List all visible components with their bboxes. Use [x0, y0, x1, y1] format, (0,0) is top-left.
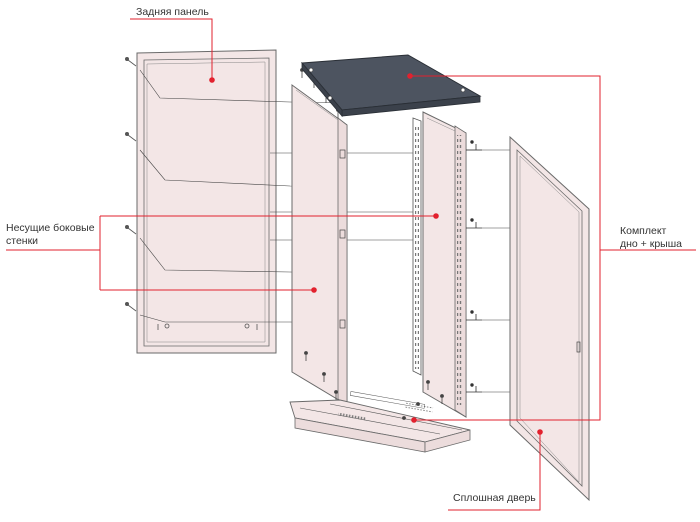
roof-panel	[300, 54, 482, 118]
back-panel	[136, 49, 277, 354]
right-side-wall	[422, 111, 467, 418]
leader-back-panel	[130, 18, 213, 80]
leader-kit-roof	[410, 75, 601, 421]
leader-dots	[209, 73, 543, 435]
label-side-walls-line2: стенки	[6, 235, 39, 247]
label-kit-line1: Комплект	[620, 225, 667, 237]
label-side-walls: Несущие боковые стенки	[6, 222, 95, 248]
base-fasteners	[402, 380, 444, 420]
label-side-walls-line1: Несущие боковые	[6, 222, 95, 234]
label-back-panel: Задняя панель	[136, 6, 209, 18]
label-kit: Комплект дно + крыша	[620, 225, 682, 251]
label-kit-line2: дно + крыша	[620, 238, 682, 250]
assembly-guides-door	[466, 149, 510, 393]
back-panel-screws	[125, 57, 137, 312]
frame-post	[412, 117, 422, 376]
label-door: Сплошная дверь	[453, 492, 536, 504]
leader-lines	[6, 18, 696, 511]
leader-door	[448, 432, 541, 511]
solid-door	[509, 135, 590, 502]
left-side-wall	[291, 84, 348, 406]
hinge-brackets	[466, 140, 482, 393]
base-plinth	[289, 391, 471, 453]
